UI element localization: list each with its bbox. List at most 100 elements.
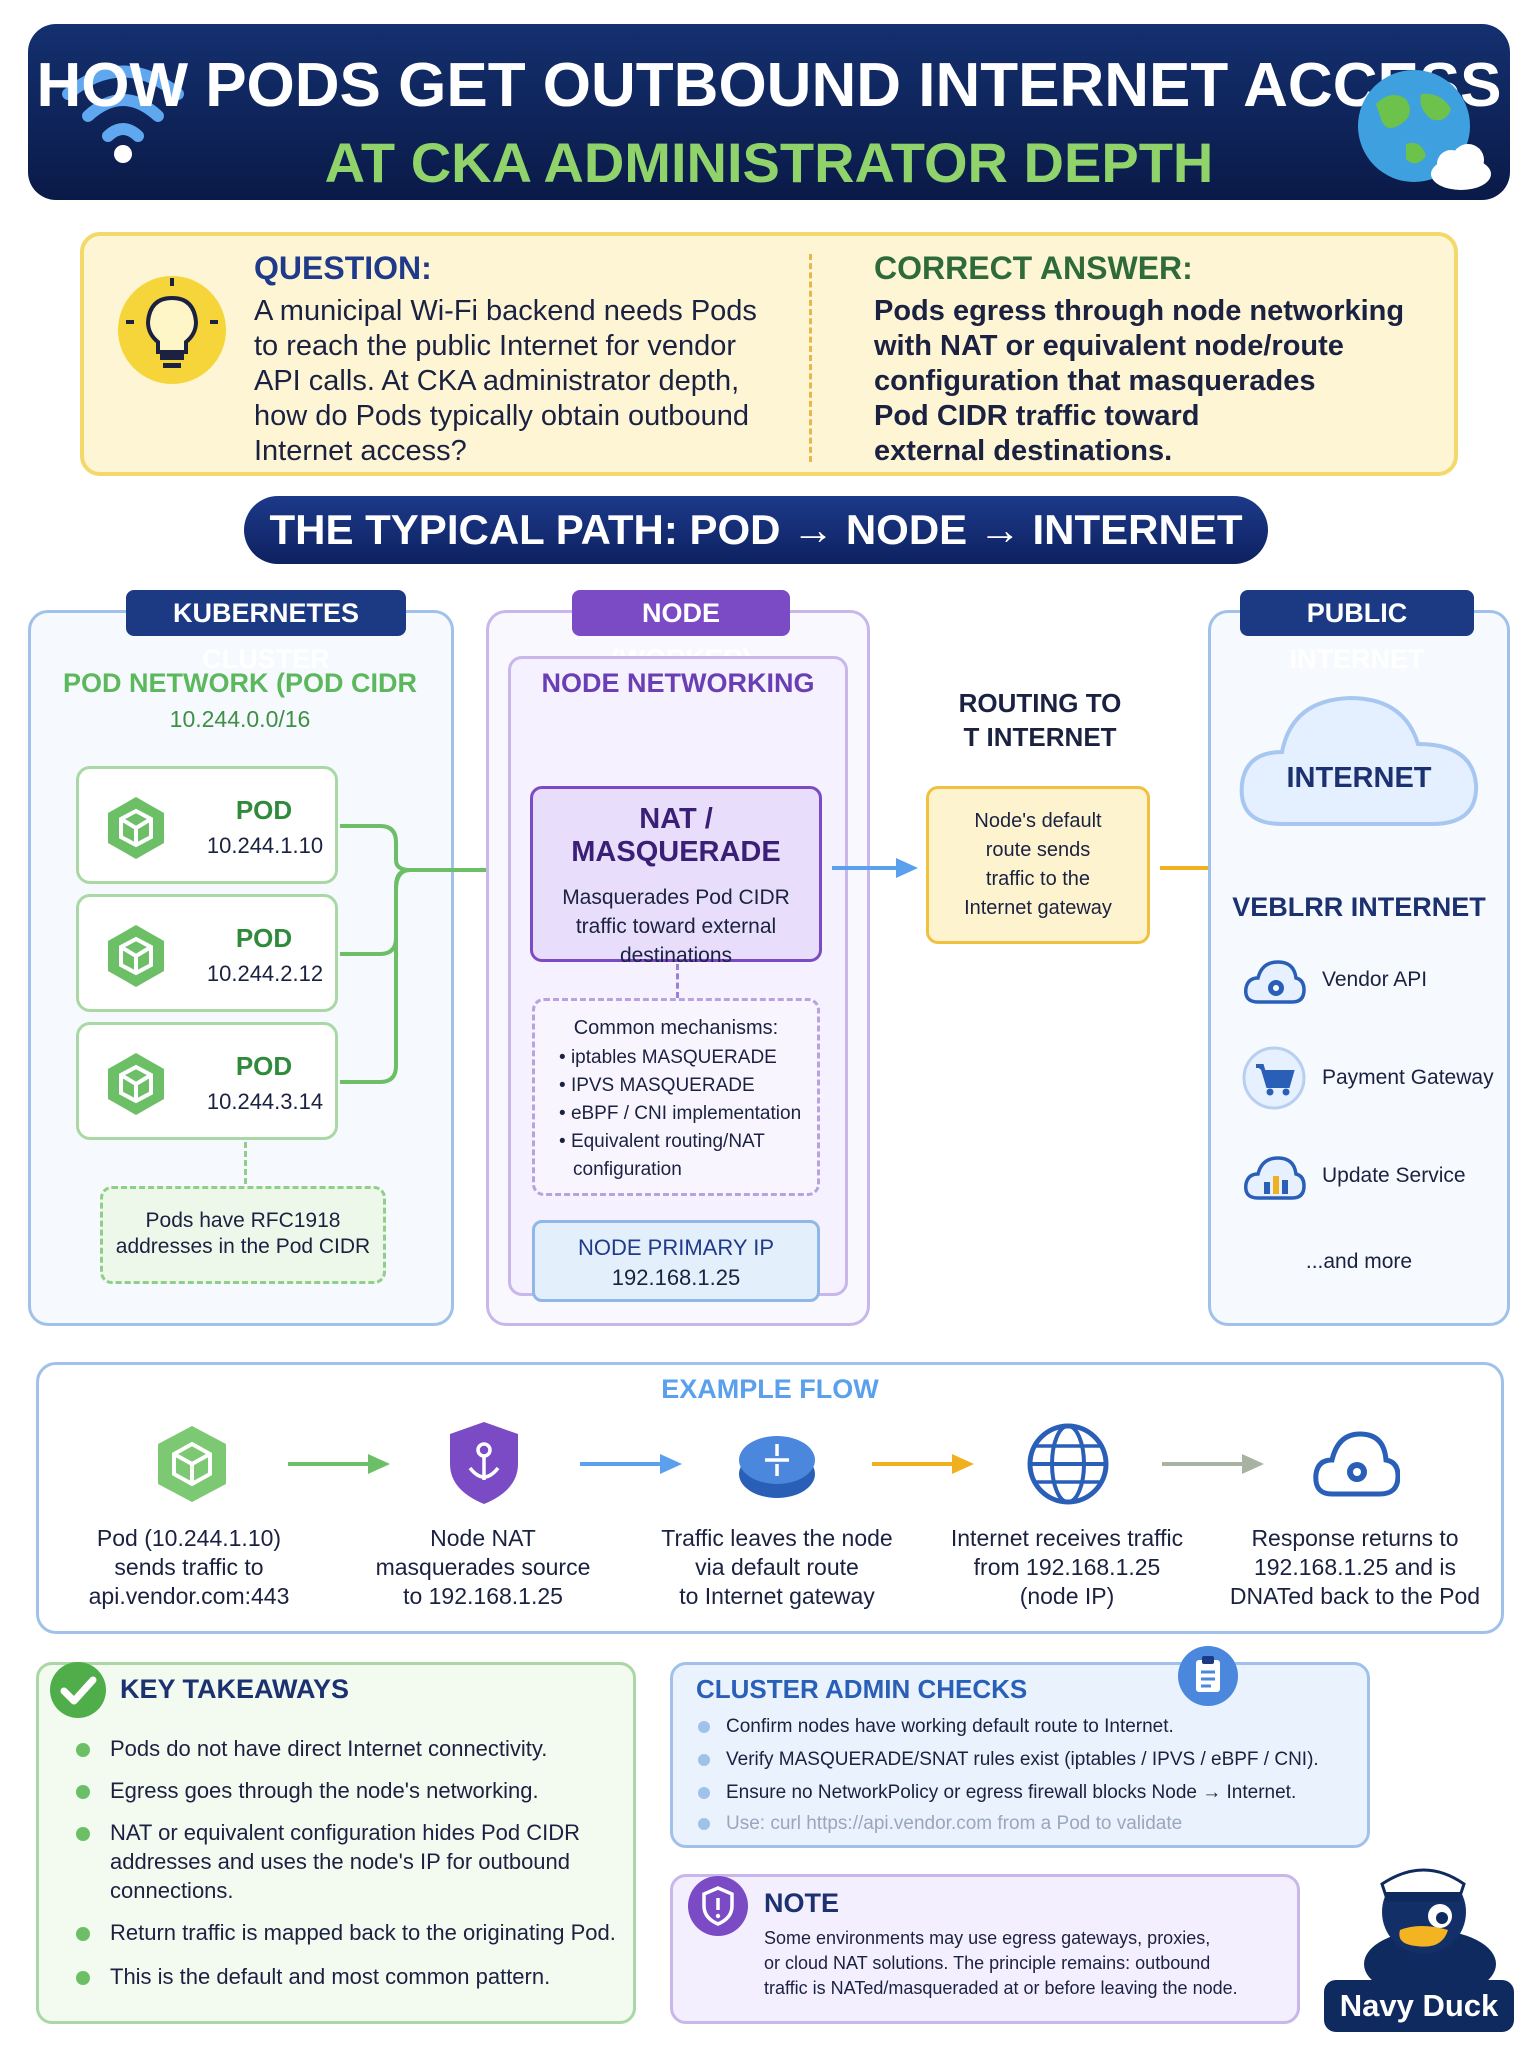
pod-ip: 10.244.1.10 xyxy=(206,833,324,858)
node-networking-title: NODE NETWORKING xyxy=(541,668,815,698)
check-item: Ensure no NetworkPolicy or egress firewa… xyxy=(726,1782,1297,1803)
check-item: Confirm nodes have working default route… xyxy=(726,1716,1174,1737)
page-title: HOW PODS GET OUTBOUND INTERNET ACCESS xyxy=(36,51,1502,120)
routing-title-line: ROUTING TO xyxy=(958,688,1122,718)
takeaway-item: This is the default and most common patt… xyxy=(110,1964,551,1989)
bullet-dot xyxy=(698,1721,710,1733)
note-line: traffic is NATed/masqueraded at or befor… xyxy=(764,1978,1238,1998)
flow-step-5: Response returns to 192.168.1.25 and is … xyxy=(1220,1524,1490,1611)
flow-step-line: api.vendor.com:443 xyxy=(88,1583,290,1609)
answer-line: with NAT or equivalent node/route xyxy=(874,330,1344,362)
checks-title: CLUSTER ADMIN CHECKS xyxy=(696,1674,1028,1704)
flow-step-line: masquerades source xyxy=(375,1554,591,1580)
question-line: A municipal Wi-Fi backend needs Pods xyxy=(254,295,757,327)
cart-icon xyxy=(1242,1046,1306,1110)
flow-step-line: sends traffic to xyxy=(114,1554,264,1580)
service-name: Vendor API xyxy=(1322,968,1428,991)
more-services: ...and more xyxy=(1305,1250,1413,1273)
bullet-dot xyxy=(76,1927,90,1941)
pod-note-box: Pods have RFC1918 addresses in the Pod C… xyxy=(100,1186,386,1284)
flow-arrow-yellow xyxy=(872,1454,974,1474)
answer-line: Pod CIDR traffic toward xyxy=(874,400,1200,432)
flow-step-2: Node NAT masquerades source to 192.168.1… xyxy=(358,1524,608,1611)
takeaway-item: NAT or equivalent configuration hides Po… xyxy=(110,1820,580,1903)
pod-note-line: Pods have RFC1918 xyxy=(145,1209,341,1232)
note-line: Some environments may use egress gateway… xyxy=(764,1928,1211,1948)
header-banner: HOW PODS GET OUTBOUND INTERNET ACCESS AT… xyxy=(28,24,1510,200)
flow-step-line: Response returns to xyxy=(1251,1525,1459,1551)
note-text: Some environments may use egress gateway… xyxy=(764,1926,1238,2001)
page-subtitle: AT CKA ADMINISTRATOR DEPTH xyxy=(324,131,1214,194)
flow-step-line: (node IP) xyxy=(1019,1583,1115,1609)
primary-ip-label: NODE PRIMARY IP xyxy=(577,1235,774,1260)
pod-cube-icon xyxy=(108,1053,164,1115)
globe-cloud-icon xyxy=(1358,70,1491,190)
flow-step-line: Internet receives traffic xyxy=(950,1525,1184,1551)
routing-line: Node's default xyxy=(974,810,1102,832)
check-item: Verify MASQUERADE/SNAT rules exist (ipta… xyxy=(726,1749,1319,1770)
flow-step-line: 192.168.1.25 and is xyxy=(1253,1554,1457,1580)
question-line: how do Pods typically obtain outbound xyxy=(254,400,749,432)
takeaway-item: Pods do not have direct Internet connect… xyxy=(110,1736,548,1761)
nat-line: destinations xyxy=(619,944,733,967)
note-panel xyxy=(670,1874,1300,2024)
node-tag: NODE (WORKER) xyxy=(572,590,790,674)
flow-step-line: from 192.168.1.25 xyxy=(973,1554,1161,1580)
bullet-dot xyxy=(76,1971,90,1985)
pod-card[interactable]: POD 10.244.2.12 xyxy=(76,894,338,1012)
routing-title: ROUTING TO T INTERNET xyxy=(930,686,1150,754)
nat-line: Masquerades Pod CIDR xyxy=(562,886,790,909)
bullet-dot xyxy=(76,1743,90,1757)
question-line: API calls. At CKA administrator depth, xyxy=(254,365,740,397)
cloud-gear-icon xyxy=(1313,1431,1400,1497)
service-payment-gateway[interactable] xyxy=(1242,1046,1306,1114)
question-text: A municipal Wi-Fi backend needs Pods to … xyxy=(254,294,794,469)
mechanisms-box: Common mechanisms: • iptables MASQUERADE… xyxy=(532,998,820,1196)
pod-label: POD xyxy=(235,1051,293,1081)
mechanism-item: configuration xyxy=(573,1159,682,1180)
takeaways-title: KEY TAKEAWAYS xyxy=(120,1674,350,1704)
pod-cube-icon xyxy=(108,925,164,987)
node-primary-ip-box: NODE PRIMARY IP 192.168.1.25 xyxy=(532,1220,820,1302)
mechanism-item: • IPVS MASQUERADE xyxy=(559,1075,755,1096)
pod-label: POD xyxy=(235,795,293,825)
bullet-dot xyxy=(698,1787,710,1799)
globe-icon xyxy=(1027,1423,1109,1505)
question-line: Internet access? xyxy=(254,435,467,467)
pod-cube-icon xyxy=(108,797,164,859)
flow-step-line: to 192.168.1.25 xyxy=(403,1583,563,1609)
takeaway-item: Return traffic is mapped back to the ori… xyxy=(110,1920,616,1945)
checks-panel xyxy=(670,1662,1370,1848)
flow-step-line: to Internet gateway xyxy=(679,1583,875,1609)
pod-card[interactable]: POD 10.244.1.10 xyxy=(76,766,338,884)
pod-ip: 10.244.2.12 xyxy=(206,961,324,986)
flow-arrow-green xyxy=(288,1454,390,1474)
question-line: to reach the public Internet for vendor xyxy=(254,330,737,362)
pod-note-connector xyxy=(244,1142,247,1184)
routing-title-line: T INTERNET xyxy=(963,722,1117,752)
pod-cube-icon xyxy=(158,1426,226,1502)
duck-mascot-logo xyxy=(1350,1868,1505,2006)
service-name: Update Service xyxy=(1322,1164,1466,1187)
service-vendor-api[interactable] xyxy=(1242,954,1306,1014)
nat-title: NAT / MASQUERADE xyxy=(571,803,781,868)
shield-icon xyxy=(450,1422,518,1504)
answer-label: CORRECT ANSWER: xyxy=(874,250,1193,286)
cloud-chart-icon xyxy=(1244,1156,1306,1200)
cluster-tag: KUBERNETES CLUSTER xyxy=(126,590,406,674)
example-flow-panel xyxy=(36,1362,1504,1634)
primary-ip-value: 192.168.1.25 xyxy=(611,1265,741,1290)
answer-text: Pods egress through node networking with… xyxy=(874,294,1434,469)
note-title: NOTE xyxy=(764,1888,840,1918)
bullet-dot xyxy=(76,1785,90,1799)
nat-line: traffic toward external xyxy=(575,915,777,938)
answer-line: external destinations. xyxy=(874,435,1173,467)
flow-arrow-blue xyxy=(580,1454,682,1474)
service-update[interactable] xyxy=(1242,1148,1306,1208)
pod-card[interactable]: POD 10.244.3.14 xyxy=(76,1022,338,1140)
takeaways-panel xyxy=(36,1662,636,2024)
router-icon xyxy=(739,1436,815,1498)
flow-step-line: Node NAT xyxy=(430,1525,536,1551)
internet-cloud-label: INTERNET xyxy=(1286,762,1432,794)
pod-ip: 10.244.3.14 xyxy=(206,1089,324,1114)
